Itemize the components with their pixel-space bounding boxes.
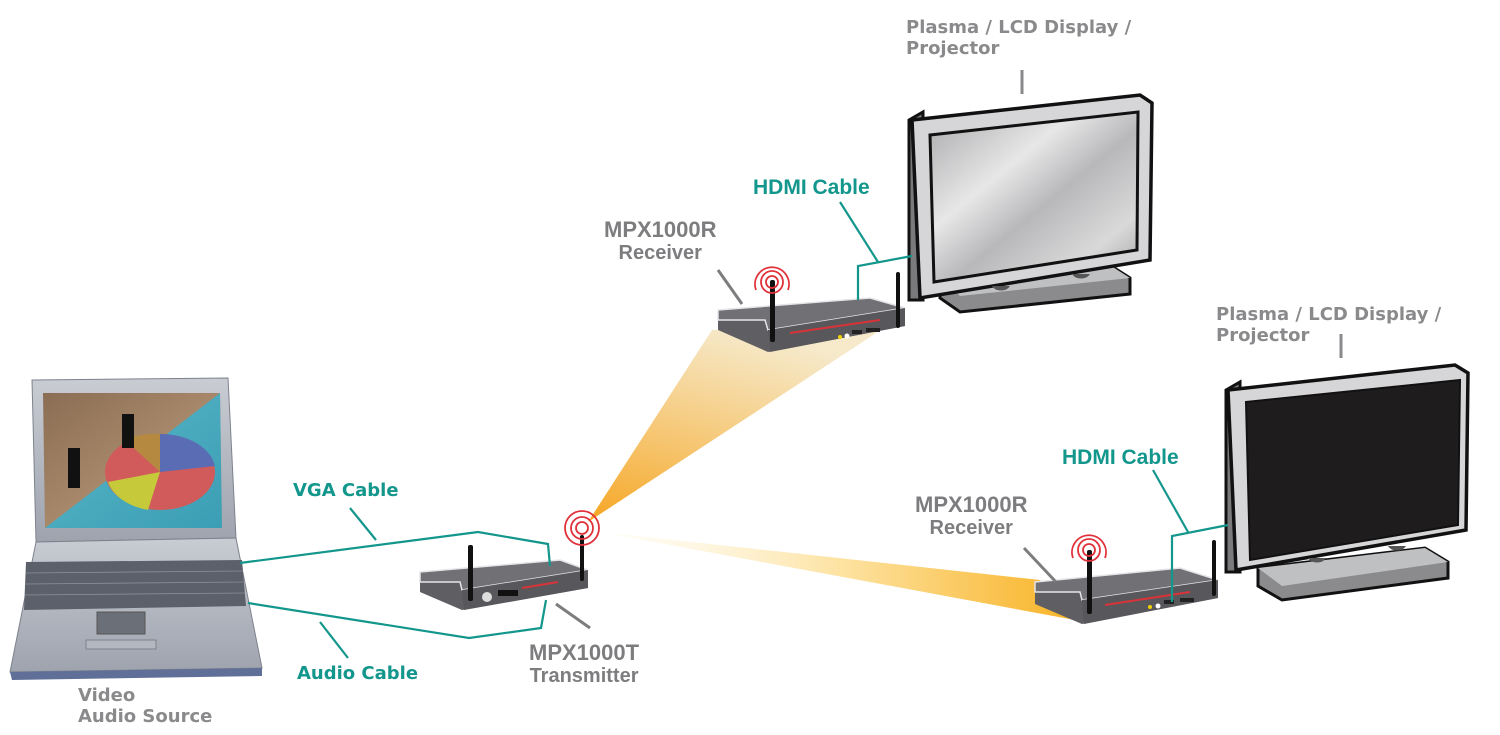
receiver-1-role: Receiver — [618, 242, 702, 265]
display-1-screen — [928, 110, 1140, 284]
transmitter-model: MPX1000T — [529, 640, 640, 665]
receiver-1-model: MPX1000R — [604, 217, 717, 242]
receiver-2-role: Receiver — [929, 517, 1013, 540]
cables — [239, 201, 1229, 659]
display-1-label-line2: Projector — [906, 37, 1000, 59]
transmitter-leader — [555, 602, 591, 630]
display-2-label: Plasma / LCD Display / Projector — [1216, 304, 1442, 346]
receiver-2-leader — [1022, 546, 1058, 584]
source-label-line1: Video — [78, 685, 136, 706]
wireless-signal-icon — [1071, 534, 1107, 562]
wireless-signal-icon — [564, 510, 600, 546]
laptop — [9, 377, 263, 680]
display-2-label-line1: Plasma / LCD Display / — [1216, 304, 1442, 325]
source-label: Video Audio Source — [78, 685, 213, 727]
laptop-touchpad — [96, 611, 146, 635]
receiver-2-label: MPX1000R Receiver — [915, 492, 1028, 540]
receiver-1-label: MPX1000R Receiver — [604, 217, 717, 265]
hdmi-cable-1-label: HDMI Cable — [753, 176, 870, 199]
display-1-label: Plasma / LCD Display / Projector — [906, 17, 1132, 59]
audio-cable — [247, 599, 548, 640]
audio-cable-label: Audio Cable — [297, 663, 419, 684]
signal-beam-to-receiver-2 — [600, 532, 1075, 620]
hdmi-cable-2-label: HDMI Cable — [1062, 446, 1179, 469]
hdmi-cable-2-leader — [1152, 469, 1189, 533]
receiver-2-model: MPX1000R — [915, 492, 1028, 517]
wireless-signal-icon — [754, 266, 790, 294]
display-2-screen — [1244, 378, 1462, 562]
display-2 — [1224, 334, 1470, 602]
hdmi-cable-1 — [856, 254, 913, 300]
signal-beam-to-receiver-1 — [588, 322, 893, 522]
transmitter-label: MPX1000T Transmitter — [529, 640, 639, 688]
audio-cable-leader — [319, 621, 349, 659]
vga-cable-label: VGA Cable — [293, 480, 399, 501]
display-1-label-line1: Plasma / LCD Display / — [906, 17, 1132, 38]
vga-cable — [239, 530, 552, 567]
vga-cable-leader — [349, 507, 377, 541]
display-2-label-line2: Projector — [1216, 324, 1310, 346]
transmitter-role: Transmitter — [529, 665, 639, 688]
transmitter — [419, 510, 600, 610]
receiver-1-leader — [716, 269, 744, 305]
display-1 — [907, 70, 1154, 314]
receiver-2 — [1034, 534, 1219, 624]
hdmi-cable-1-leader — [839, 201, 879, 263]
source-label-line2: Audio Source — [78, 705, 213, 727]
hdmi-cable-2 — [1170, 523, 1229, 602]
laptop-keyboard — [24, 560, 246, 610]
receiver-1 — [717, 266, 906, 352]
